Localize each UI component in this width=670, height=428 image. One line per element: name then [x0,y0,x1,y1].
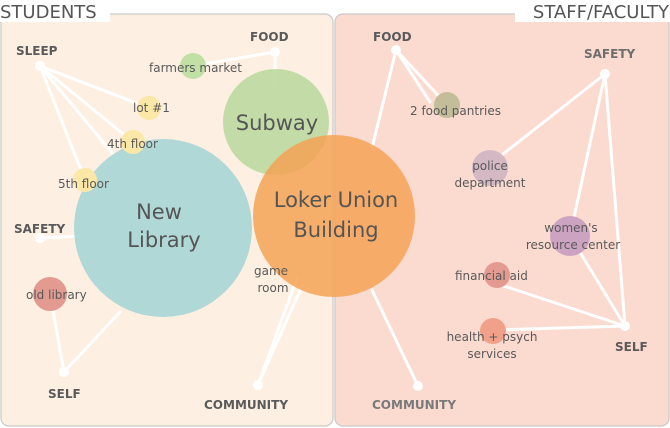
staff-safety-node [600,69,610,79]
loker-union-circle [253,135,415,297]
new-library-label-line2: Library [127,228,200,252]
students-food-node [270,47,280,57]
students-sleep-label: SLEEP [16,44,58,58]
new-library-label-line1: New [136,200,182,224]
loker-union-label-line1: Loker Union [274,188,399,212]
financial-aid-label: financial aid [455,269,528,283]
staff-safety-label: SAFETY [584,47,636,61]
fourth-floor-dot [121,130,145,154]
subway-label: Subway [236,111,318,135]
health-label-line2: services [467,347,516,361]
food-pantries-label: 2 food pantries [410,104,501,118]
health-psych-dot [480,318,506,344]
loker-union-label-line2: Building [293,218,378,242]
farmers-market-label: farmers market [149,61,242,75]
womens-label-line1: women's [544,221,597,235]
police-label-line2: department [455,176,526,190]
students-self-label: SELF [48,387,81,401]
staff-self-node [620,321,630,331]
health-label-line1: health + psych [447,330,538,344]
fifth-floor-dot [73,168,97,192]
food-pantries-dot [434,92,460,118]
fifth-floor-label: 5th floor [58,177,109,191]
staff-community-label: COMMUNITY [372,398,456,412]
police-department-dot [472,150,508,186]
students-safety-label: SAFETY [14,222,66,236]
fourth-floor-label: 4th floor [107,137,158,151]
womens-resource-center-dot [550,216,590,256]
game-room-label-line1: game [254,264,288,278]
students-self-node [59,367,69,377]
financial-aid-dot [484,262,510,288]
staff-panel-title: STAFF/FACULTY [533,2,670,23]
police-label-line1: police [472,159,508,173]
lot1-label: lot #1 [133,101,170,115]
students-community-label: COMMUNITY [204,398,288,412]
students-safety-node [35,233,45,243]
students-panel-title: STUDENTS [0,2,97,23]
students-connection-lines [38,50,304,387]
staff-self-label: SELF [615,340,648,354]
staff-food-label: FOOD [373,30,412,44]
farmers-market-dot [180,53,206,79]
lot1-dot [137,96,161,120]
old-library-dot [33,277,67,311]
students-food-label: FOOD [250,30,289,44]
old-library-label: old library [26,288,87,302]
new-library-circle [74,139,252,317]
staff-food-node [391,45,401,55]
game-room-label-line2: room [257,281,288,295]
staff-community-node [413,381,423,391]
students-community-node [253,380,263,390]
womens-label-line2: resource center [526,238,620,252]
students-sleep-node [35,61,45,71]
